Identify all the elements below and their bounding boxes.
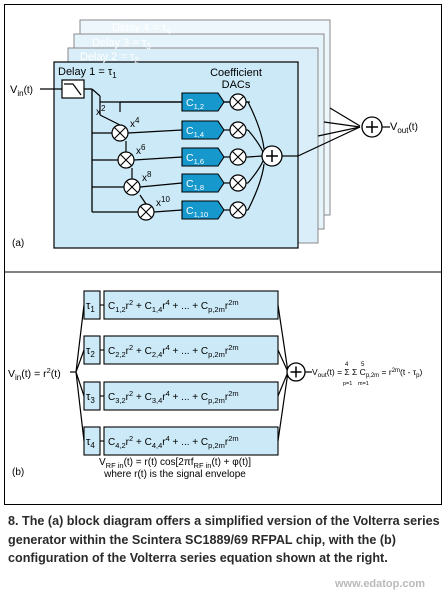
coefficient-dac-5: C1,10 — [181, 200, 225, 220]
coefficient-dac-1: C1,2 — [181, 92, 225, 112]
delay-1-label: Delay 1 = τ1 — [58, 66, 117, 80]
tau-label-3: τ3 — [86, 391, 95, 405]
coef-multiplier-3 — [229, 148, 247, 166]
panel-a-label: (a) — [12, 238, 24, 249]
coef-multiplier-1 — [229, 93, 247, 111]
delay-1-panel — [53, 61, 299, 249]
multiplier-2 — [117, 151, 135, 169]
tau-row-3: τ3 C3,2r2 + C3,4r4 + ... + Cp,2mr2m — [83, 381, 279, 411]
svg-text:4: 4 — [345, 362, 349, 368]
delay-2-label: Delay 2 = τ2 — [80, 51, 139, 65]
poly-term-3: C3,2r2 + C3,4r4 + ... + Cp,2mr2m — [108, 389, 239, 405]
coef-multiplier-2 — [229, 121, 247, 139]
coefficient-dac-3: C1,6 — [181, 147, 225, 167]
svg-text:m=1: m=1 — [358, 381, 369, 387]
power-label-6: x6 — [136, 143, 146, 157]
coefficient-dac-2: C1,4 — [181, 120, 225, 140]
summing-node-a — [261, 145, 283, 167]
svg-text:p=1: p=1 — [343, 381, 352, 387]
coefficient-label-1: C1,2 — [186, 97, 204, 111]
summing-node-b — [286, 362, 306, 382]
power-label-4: x4 — [130, 116, 140, 130]
delay-3-label: Delay 3 = τ3 — [92, 37, 151, 51]
vin-label: Vin(t) — [10, 84, 33, 98]
coef-multiplier-4 — [229, 174, 247, 192]
coefficient-label-4: C1,8 — [186, 178, 204, 192]
delay-4-label: Delay 4 = τ4 — [112, 22, 171, 36]
summing-node-out — [361, 116, 383, 138]
tau-label-2: τ2 — [86, 345, 95, 359]
dac-title: Coefficient — [210, 67, 262, 79]
panel-b-label: (b) — [12, 467, 24, 478]
coefficient-label-3: C1,6 — [186, 152, 204, 166]
tau-row-2: τ2 C2,2r2 + C2,4r4 + ... + Cp,2mr2m — [83, 335, 279, 365]
footnote-line-1: VRF in(t) = r(t) cos[2πfRF in(t) + φ(t)] — [99, 457, 251, 470]
coef-multiplier-5 — [229, 201, 247, 219]
figure-caption: 8. The (a) block diagram offers a simpli… — [8, 514, 440, 565]
vin-eq-label: Vin(t) = r2(t) — [8, 366, 61, 382]
coefficient-dac-4: C1,8 — [181, 173, 225, 193]
multiplier-1 — [111, 124, 129, 142]
power-label-10: x10 — [156, 195, 170, 209]
poly-term-2: C2,2r2 + C2,4r4 + ... + Cp,2mr2m — [108, 343, 239, 359]
multiplier-4 — [137, 203, 155, 221]
volterra-figure: Delay 4 = τ4 Delay 3 = τ3 Delay 2 = τ2 D… — [4, 4, 442, 505]
multiplier-3 — [123, 178, 141, 196]
svg-text:5: 5 — [361, 362, 365, 368]
vout-equation: Vout(t) = Σ Σ Cp,2m = r2m(t - τp) — [312, 367, 422, 379]
lowpass-filter — [61, 79, 85, 99]
tau-label-4: τ4 — [86, 436, 95, 450]
power-label-2: x2 — [96, 104, 106, 118]
dac-title-2: DACs — [222, 79, 251, 91]
poly-term-4: C4,2r2 + C4,4r4 + ... + Cp,2mr2m — [108, 434, 239, 450]
tau-label-1: τ1 — [86, 300, 95, 314]
footnote-line-2: where r(t) is the signal envelope — [103, 469, 246, 480]
coefficient-label-2: C1,4 — [186, 125, 204, 139]
vout-label: Vout(t) — [390, 121, 418, 135]
coefficient-label-5: C1,10 — [186, 205, 208, 219]
tau-row-4: τ4 C4,2r2 + C4,4r4 + ... + Cp,2mr2m — [83, 426, 279, 456]
watermark: www.edatop.com — [335, 578, 426, 590]
tau-row-1: τ1 C1,2r2 + C1,4r4 + ... + Cp,2mr2m — [83, 290, 279, 320]
power-label-8: x8 — [142, 170, 152, 184]
poly-term-1: C1,2r2 + C1,4r4 + ... + Cp,2mr2m — [108, 298, 239, 314]
